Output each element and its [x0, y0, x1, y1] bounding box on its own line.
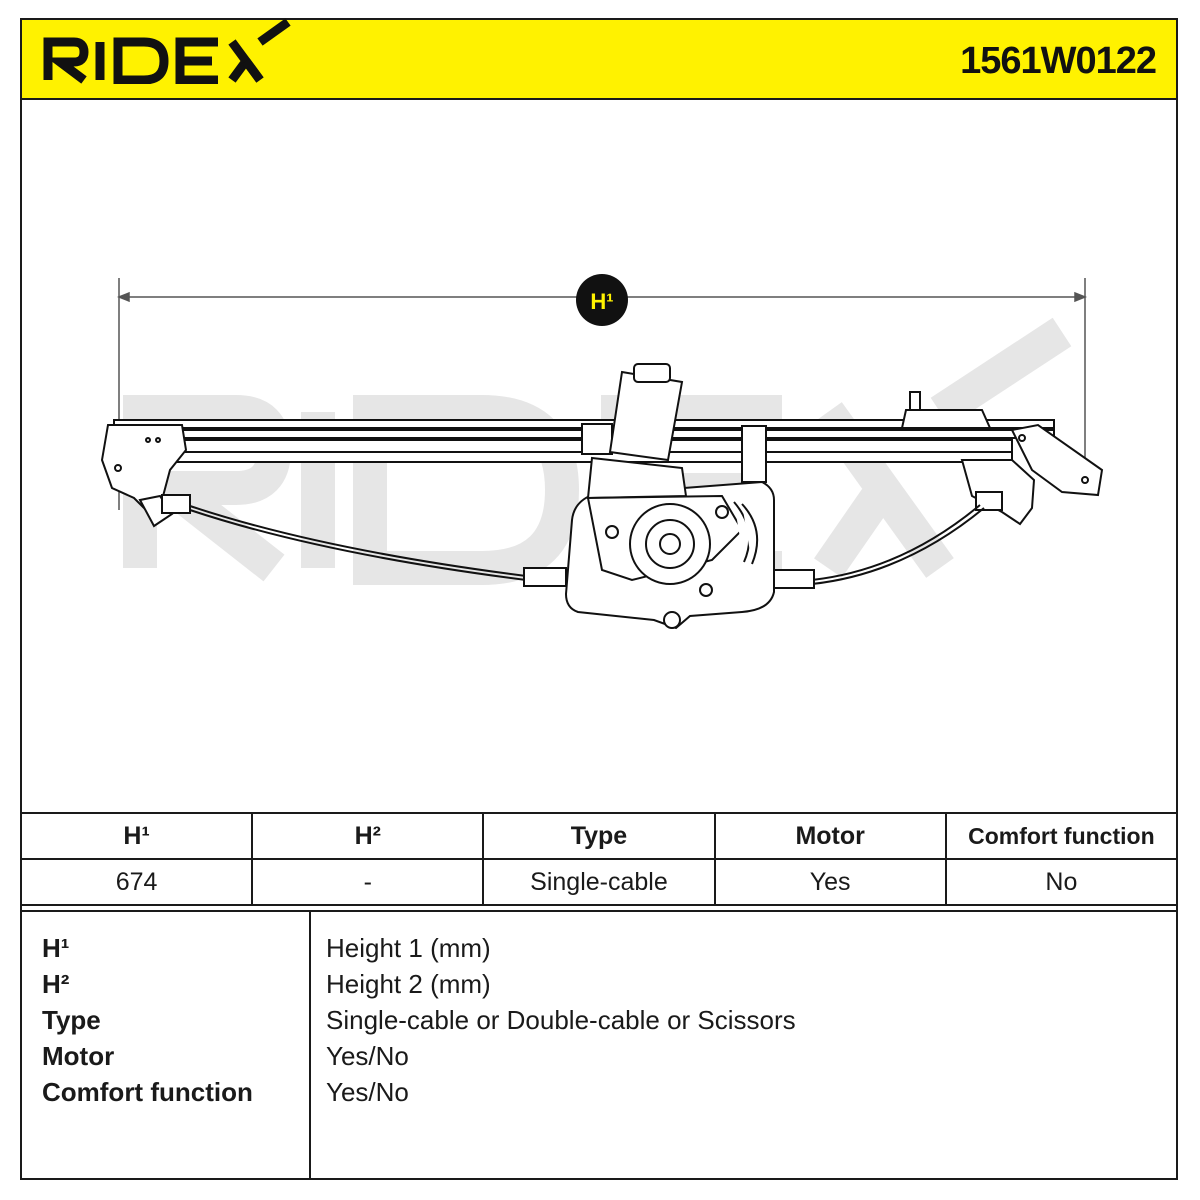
legend-key: H²: [42, 969, 70, 999]
legend-key: Comfort function: [42, 1077, 253, 1107]
header-h1: H¹: [19, 812, 254, 860]
legend-value: Single-cable or Double-cable or Scissors: [326, 1005, 796, 1035]
value-comfort-function: No: [944, 858, 1179, 906]
drive-cable: [189, 504, 985, 585]
header-motor: Motor: [713, 812, 947, 860]
spec-header-row: H¹ H² Type Motor Comfort function: [19, 812, 1179, 860]
legend-values: Height 1 (mm) Height 2 (mm) Single-cable…: [326, 930, 796, 1110]
value-h1: 674: [19, 858, 254, 906]
left-bracket: [100, 424, 191, 528]
spec-table: H¹ H² Type Motor Comfort function 674 - …: [19, 812, 1179, 906]
right-bracket: [900, 391, 1104, 526]
header-h2: H²: [251, 812, 485, 860]
legend-value: Height 1 (mm): [326, 933, 491, 963]
part-number: 1561W0122: [960, 40, 1157, 82]
header-comfort-function: Comfort function: [944, 812, 1179, 860]
cable-ends: [523, 567, 815, 589]
legend-key: H¹: [42, 933, 70, 963]
value-type: Single-cable: [482, 858, 716, 906]
legend-key: Motor: [42, 1041, 115, 1071]
spec-value-row: 674 - Single-cable Yes No: [19, 858, 1179, 906]
value-h2: -: [251, 858, 485, 906]
dimension-label: H¹: [590, 289, 613, 314]
value-motor: Yes: [713, 858, 947, 906]
legend-value: Height 2 (mm): [326, 969, 491, 999]
legend-box: H¹ H² Type Motor Comfort function Height…: [20, 910, 1178, 1180]
legend-divider: [309, 912, 311, 1178]
motor-assembly: [564, 363, 775, 630]
dimension-badge: [576, 274, 628, 326]
header-type: Type: [482, 812, 716, 860]
legend-key: Type: [42, 1005, 101, 1035]
ridex-logo: [43, 18, 291, 84]
legend-keys: H¹ H² Type Motor Comfort function: [42, 930, 253, 1110]
legend-value: Yes/No: [326, 1041, 409, 1071]
legend-value: Yes/No: [326, 1077, 409, 1107]
header-bar: [20, 18, 1178, 100]
window-regulator-drawing: H¹: [100, 274, 1104, 630]
